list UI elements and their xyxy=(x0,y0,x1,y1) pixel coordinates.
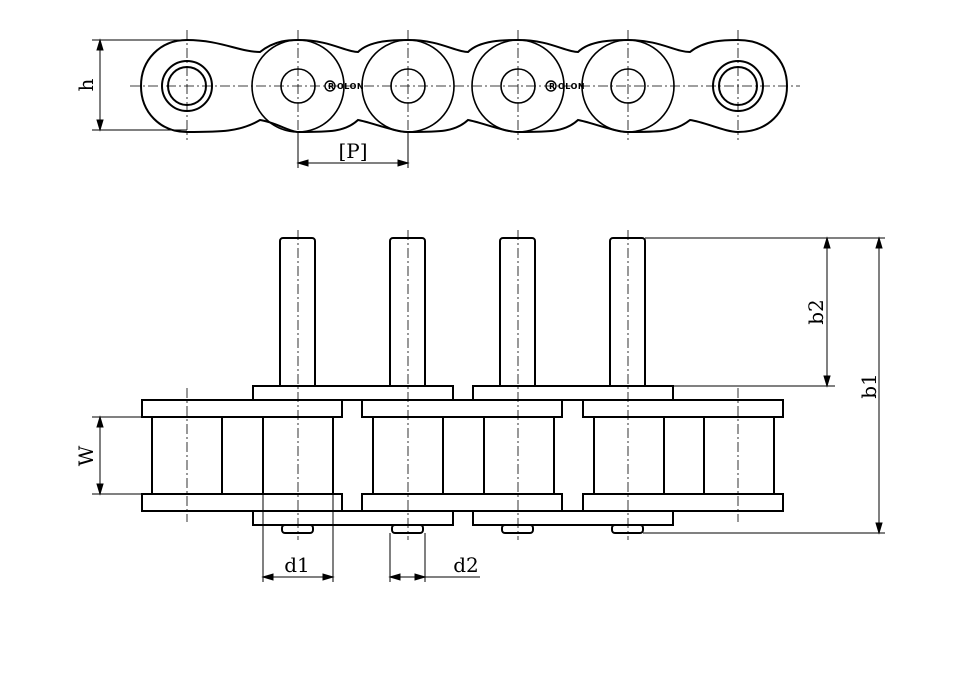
dimension-w xyxy=(92,415,152,496)
dimension-h xyxy=(92,38,187,132)
dimension-d1 xyxy=(261,494,335,582)
label-w: W xyxy=(74,445,98,466)
logo-mark: R xyxy=(328,82,335,91)
logo-right: R OLON xyxy=(545,80,585,92)
roller xyxy=(703,416,775,495)
extended-pin xyxy=(389,237,426,389)
logo-left: R OLON xyxy=(324,80,364,92)
label-b1: b1 xyxy=(857,373,881,399)
label-d2: d2 xyxy=(453,553,479,577)
roller xyxy=(593,416,665,495)
chain-plan-view xyxy=(141,237,784,534)
extended-pin xyxy=(279,237,316,389)
dimension-b2 xyxy=(645,236,885,388)
roller xyxy=(483,416,555,495)
dimension-pitch xyxy=(296,132,410,168)
label-d1: d1 xyxy=(284,553,310,577)
centerlines-top xyxy=(130,30,800,140)
logo-text: OLON xyxy=(558,82,585,91)
label-pitch: [P] xyxy=(338,139,367,163)
dimension-b1 xyxy=(643,236,885,535)
label-b2: b2 xyxy=(804,299,828,325)
centerlines-bottom xyxy=(186,230,739,540)
extended-pin xyxy=(499,237,536,389)
logo-text: OLON xyxy=(337,82,364,91)
logo-mark: R xyxy=(549,82,556,91)
label-h: h xyxy=(74,78,98,91)
extended-pin xyxy=(609,237,646,389)
dimension-d2 xyxy=(388,533,480,582)
